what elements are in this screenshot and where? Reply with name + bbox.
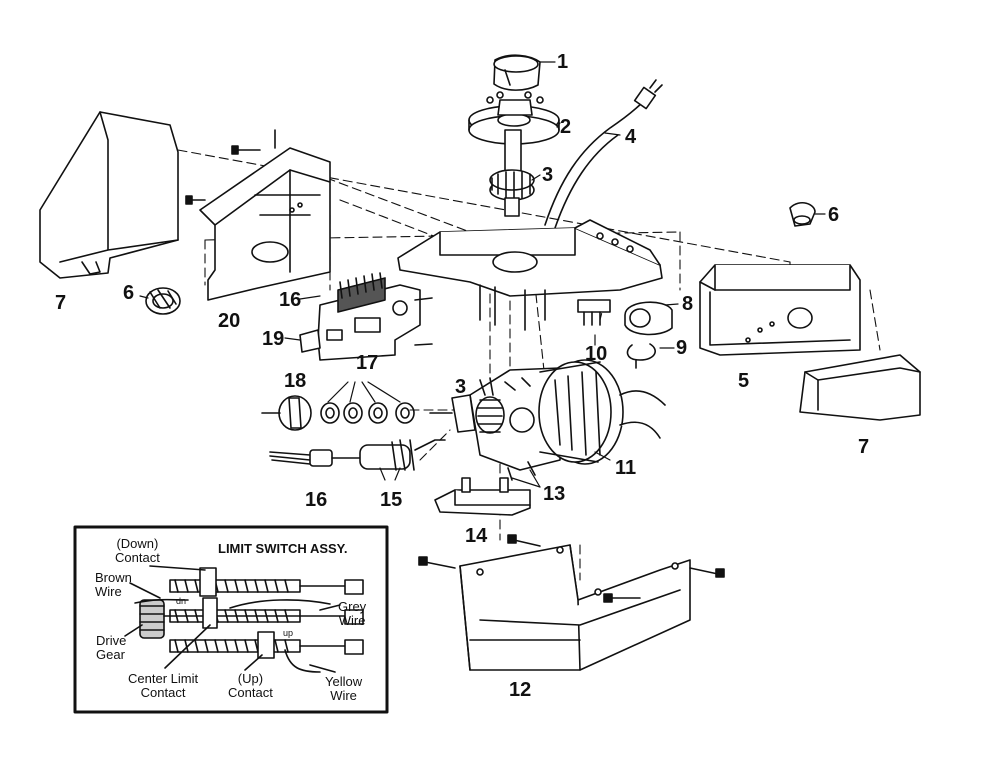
dn-mark: dn [176,596,187,606]
light-housing-part [699,264,861,356]
left-knob-part [145,287,181,315]
center-limit-line-2: Contact [140,685,186,700]
callout-part-6-right: 6 [828,204,840,226]
chassis-plate-part [397,219,663,331]
callout-part-1: 1 [557,51,569,73]
yellow-wire-line-1: Yellow [325,674,363,689]
center-limit-label: Center Limit Contact [128,672,198,700]
yellow-wire-label: Yellow Wire [325,675,362,703]
callout-part-11: 11 [615,457,637,479]
callout-part-17: 17 [356,352,379,374]
callout-part-4: 4 [625,126,637,148]
callout-part-10: 10 [585,343,608,365]
bottom-bracket-part [434,461,536,516]
callout-part-13: 13 [543,483,566,505]
callout-part-16-harness: 16 [305,489,328,511]
callout-part-7-left: 7 [55,292,67,314]
drive-gear-line-1: Drive [96,633,127,648]
callout-part-5: 5 [738,370,750,392]
up-contact-label: (Up) Contact [228,672,273,700]
callout-part-20: 20 [218,310,241,332]
sprocket-assembly-part [468,54,560,217]
up-mark: up [283,628,294,638]
bracket-part [185,129,331,301]
grey-wire-line-1: Grey [338,599,367,614]
grey-wire-line-2: Wire [338,613,366,628]
callout-part-15: 15 [380,489,403,511]
power-cord-part [544,79,663,229]
callout-part-3-mid: 3 [455,376,467,398]
center-limit-line-1: Center Limit [128,671,199,686]
down-contact-line-2: Contact [115,550,160,565]
inset-title: LIMIT SWITCH ASSY. [218,541,348,556]
drive-gear-label: Drive Gear [96,634,126,662]
callout-part-14: 14 [465,525,488,547]
drive-gear-line-2: Gear [96,647,125,662]
motor-part [469,359,666,471]
callout-part-6-left: 6 [123,282,135,304]
brown-wire-line-1: Brown [95,570,132,585]
up-contact-line-2: Contact [228,685,273,700]
up-contact-line-1: (Up) [237,671,264,686]
down-contact-line-1: (Down) [116,536,159,551]
drive-gear-part [429,377,505,434]
callout-part-3-top: 3 [542,164,554,186]
rail-bracket-part [418,534,725,671]
down-contact-label: (Down) Contact [115,537,160,565]
limit-switch-drawing [124,565,364,673]
brown-wire-label: Brown Wire [95,571,132,599]
right-knob-part [789,201,816,227]
callout-part-2: 2 [560,116,572,138]
callout-part-9: 9 [676,337,688,359]
yellow-wire-line-2: Wire [330,688,357,703]
limit-switch-inset [73,525,389,714]
callout-leaders [139,61,826,488]
wire-harness-part [269,439,446,471]
right-lens-part [799,354,921,421]
grey-wire-label: Grey Wire [338,600,366,628]
limit-switch-parts [261,395,415,431]
left-cover-part [39,111,179,279]
brown-wire-line-2: Wire [95,584,122,599]
logic-board-part [299,272,433,361]
callout-part-12: 12 [509,679,532,701]
callout-part-8: 8 [682,293,694,315]
light-socket-part [577,299,673,369]
callout-part-7-right: 7 [858,436,870,458]
callout-part-18: 18 [284,370,307,392]
callout-part-19: 19 [262,328,285,350]
callout-part-16-board: 16 [279,289,302,311]
